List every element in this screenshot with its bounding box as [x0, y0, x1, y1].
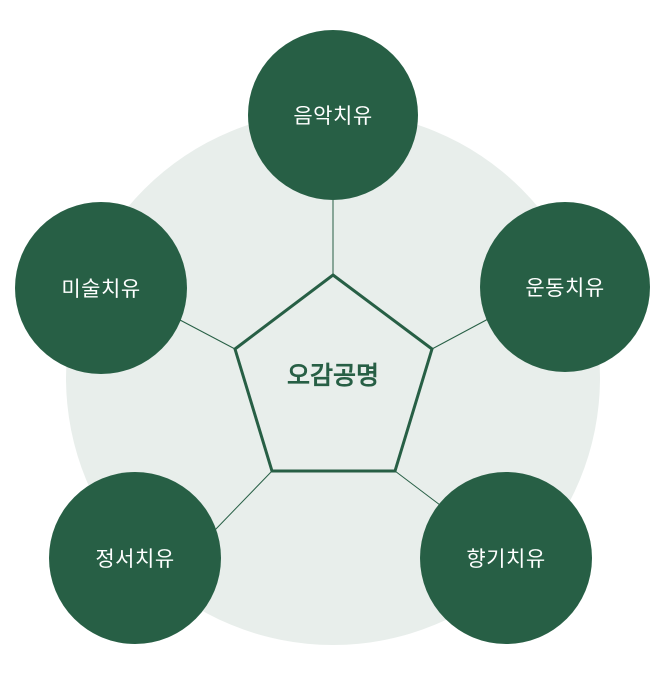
node-label: 음악치유: [293, 104, 373, 128]
connector-art: [179, 319, 236, 350]
node-label: 미술치유: [61, 277, 141, 301]
center-label: 오감공명: [286, 361, 379, 390]
node-emotion-therapy: 정서치유: [49, 472, 221, 644]
node-music-therapy: 음악치유: [248, 30, 418, 200]
connector-aroma: [394, 470, 441, 506]
node-aroma-therapy: 향기치유: [420, 472, 592, 644]
connector-emotion: [214, 470, 273, 531]
center-pentagon: [233, 273, 434, 473]
node-art-therapy: 미술치유: [15, 202, 187, 374]
node-label: 운동치유: [525, 276, 605, 300]
node-exercise-therapy: 운동치유: [480, 202, 650, 372]
connector-exercise: [431, 317, 491, 350]
node-label: 정서치유: [95, 547, 175, 571]
node-label: 향기치유: [466, 547, 546, 571]
